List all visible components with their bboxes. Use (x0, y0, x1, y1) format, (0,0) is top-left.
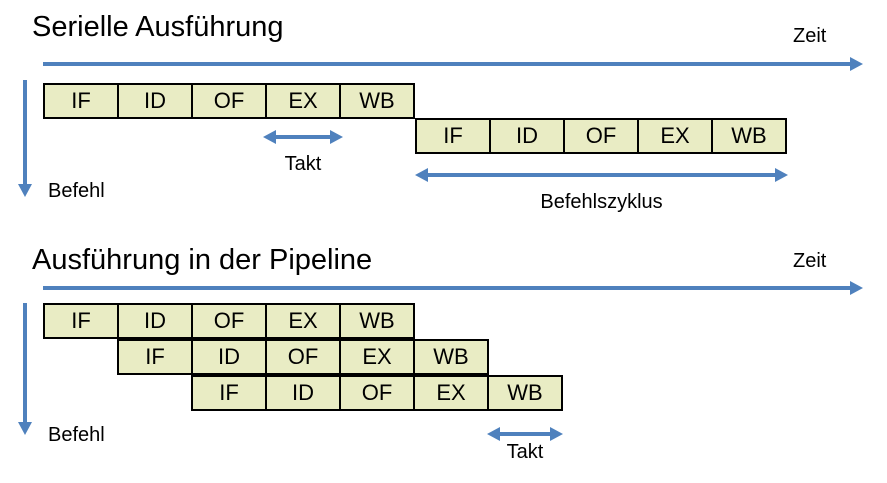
pipeline-clock-label: Takt (506, 441, 544, 463)
pipeline-stage-box: IF (117, 339, 193, 375)
pipeline-stage-box: WB (339, 83, 415, 119)
pipeline-instruction-axis-arrow (18, 303, 32, 435)
arrow-line (23, 303, 27, 422)
pipeline-stage-box: WB (339, 303, 415, 339)
arrow-line (43, 286, 850, 290)
arrow-left-head-icon (263, 130, 276, 144)
pipeline-stage-box: WB (711, 118, 787, 154)
arrow-line (500, 432, 550, 436)
pipeline-stage-box: EX (637, 118, 713, 154)
serial-clock-label: Takt (284, 153, 322, 175)
arrow-line (23, 80, 27, 184)
pipeline-stage-box: WB (413, 339, 489, 375)
arrow-line (276, 135, 330, 139)
pipeline-stage-box: ID (265, 375, 341, 411)
pipeline-stage-box: OF (191, 303, 267, 339)
pipeline-instruction-label: Befehl (48, 424, 105, 446)
pipeline-stage-box: ID (489, 118, 565, 154)
pipeline-stage-box: EX (413, 375, 489, 411)
pipeline-stage-box: WB (487, 375, 563, 411)
pipeline-clock-span-arrow (487, 426, 563, 442)
pipeline-stage-box: ID (191, 339, 267, 375)
serial-instruction-label: Befehl (48, 180, 105, 202)
arrow-left-head-icon (487, 427, 500, 441)
serial-instruction-axis-arrow (18, 80, 32, 197)
pipeline-stage-box: OF (563, 118, 639, 154)
pipeline-stage-box: IF (191, 375, 267, 411)
pipeline-time-label: Zeit (793, 250, 827, 272)
arrow-right-head-icon (775, 168, 788, 182)
arrow-down-head-icon (18, 422, 32, 435)
pipeline-stage-box: EX (265, 303, 341, 339)
pipeline-stage-box: OF (191, 83, 267, 119)
serial-section-title: Serielle Ausführung (32, 11, 284, 43)
pipeline-stage-box: ID (117, 83, 193, 119)
arrow-line (428, 173, 775, 177)
pipeline-stage-box: IF (43, 83, 119, 119)
arrow-down-head-icon (18, 184, 32, 197)
serial-time-axis-arrow (43, 56, 863, 72)
serial-time-label: Zeit (793, 25, 827, 47)
arrow-right-head-icon (850, 281, 863, 295)
arrow-right-head-icon (850, 57, 863, 71)
pipeline-stage-box: OF (265, 339, 341, 375)
pipeline-stage-box: IF (415, 118, 491, 154)
pipeline-stage-box: EX (265, 83, 341, 119)
pipeline-stage-box: EX (339, 339, 415, 375)
pipeline-stage-box: IF (43, 303, 119, 339)
pipeline-time-axis-arrow (43, 280, 863, 296)
arrow-line (43, 62, 850, 66)
pipeline-stage-box: OF (339, 375, 415, 411)
serial-clock-span-arrow (263, 129, 343, 145)
arrow-right-head-icon (330, 130, 343, 144)
pipeline-stage-box: ID (117, 303, 193, 339)
arrow-left-head-icon (415, 168, 428, 182)
arrow-right-head-icon (550, 427, 563, 441)
pipeline-section-title: Ausführung in der Pipeline (32, 244, 373, 276)
instruction-cycle-span-arrow (415, 167, 788, 183)
instruction-cycle-label: Befehlszyklus (540, 191, 663, 213)
